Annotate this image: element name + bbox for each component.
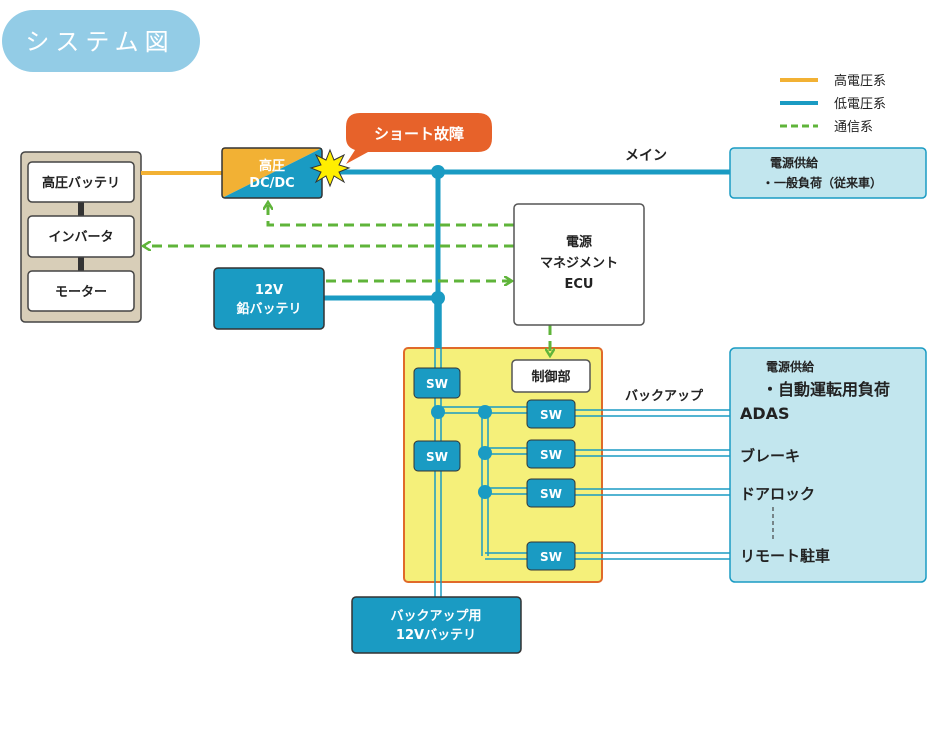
ecu-label-1: 電源 (566, 234, 592, 250)
lead-battery-label-2: 鉛バッテリ (236, 301, 301, 317)
legend-low-voltage: 低電圧系 (834, 97, 886, 112)
inverter-box (27, 215, 135, 258)
title-pill: システム図 (2, 10, 200, 72)
hv-battery-label: 高圧バッテリ (42, 175, 120, 191)
power-management-ecu: 電源 マネジメント ECU (513, 203, 645, 326)
backup-battery-label-1: バックアップ用 (390, 609, 481, 624)
switch-label: SW (426, 450, 448, 464)
fault-spark-icon (309, 148, 351, 188)
motor-label: モーター (55, 285, 107, 300)
load-remote-parking: リモート駐車 (740, 547, 830, 565)
backup-supply-line1: 電源供給 (766, 359, 815, 374)
load-brake: ブレーキ (740, 447, 800, 465)
motor-box (27, 270, 135, 312)
dcdc-label-1: 高圧 (259, 158, 285, 174)
hv-battery-box (27, 161, 135, 203)
switch-label: SW (426, 377, 448, 391)
switch-label: SW (540, 487, 562, 501)
main-supply-box: 電源供給 ・一般負荷（従来車） (729, 147, 927, 199)
fault-label: ショート故障 (374, 125, 464, 143)
switch-2: SW (413, 440, 461, 472)
switch-label: SW (540, 408, 562, 422)
inverter-label: インバータ (48, 230, 113, 245)
junction-dots (431, 165, 492, 499)
backup-supply-box: 電源供給 ・自動運転用負荷 ADAS ブレーキ ドアロック リモート駐車 (729, 347, 927, 583)
backup-label: バックアップ (625, 389, 704, 404)
switch-adas: SW (526, 399, 576, 429)
page-title: システム図 (25, 28, 174, 56)
backup-supply-line2: ・自動運転用負荷 (762, 380, 890, 399)
main-label: メイン (625, 148, 667, 164)
switch-brake: SW (526, 439, 576, 469)
main-supply-line2: ・一般負荷（従来車） (762, 175, 882, 190)
control-unit-label: 制御部 (531, 369, 570, 385)
switch-remote-parking: SW (526, 541, 576, 571)
lead-battery: 12V 鉛バッテリ (213, 267, 325, 330)
legend: 高電圧系 低電圧系 通信系 (780, 73, 886, 135)
dcdc-converter: 高圧 DC/DC (221, 147, 323, 199)
load-adas: ADAS (740, 404, 790, 423)
ecu-label-3: ECU (565, 277, 594, 292)
switch-doorlock: SW (526, 478, 576, 508)
backup-battery-label-2: 12Vバッテリ (396, 628, 476, 643)
comm-lines (145, 204, 550, 354)
legend-high-voltage: 高電圧系 (834, 73, 886, 89)
fault-callout: ショート故障 (346, 113, 492, 164)
load-doorlock: ドアロック (740, 485, 815, 503)
ecu-label-2: マネジメント (540, 256, 618, 271)
switch-1: SW (413, 367, 461, 399)
switch-label: SW (540, 550, 562, 564)
switch-label: SW (540, 448, 562, 462)
legend-comm: 通信系 (834, 120, 873, 135)
lead-battery-label-1: 12V (255, 283, 283, 298)
main-supply-line1: 電源供給 (770, 155, 819, 170)
dcdc-label-2: DC/DC (249, 176, 294, 191)
control-unit: 制御部 (511, 359, 591, 393)
backup-battery: バックアップ用 12Vバッテリ (351, 596, 522, 654)
hv-battery-stack: 高圧バッテリ インバータ モーター (20, 151, 142, 323)
